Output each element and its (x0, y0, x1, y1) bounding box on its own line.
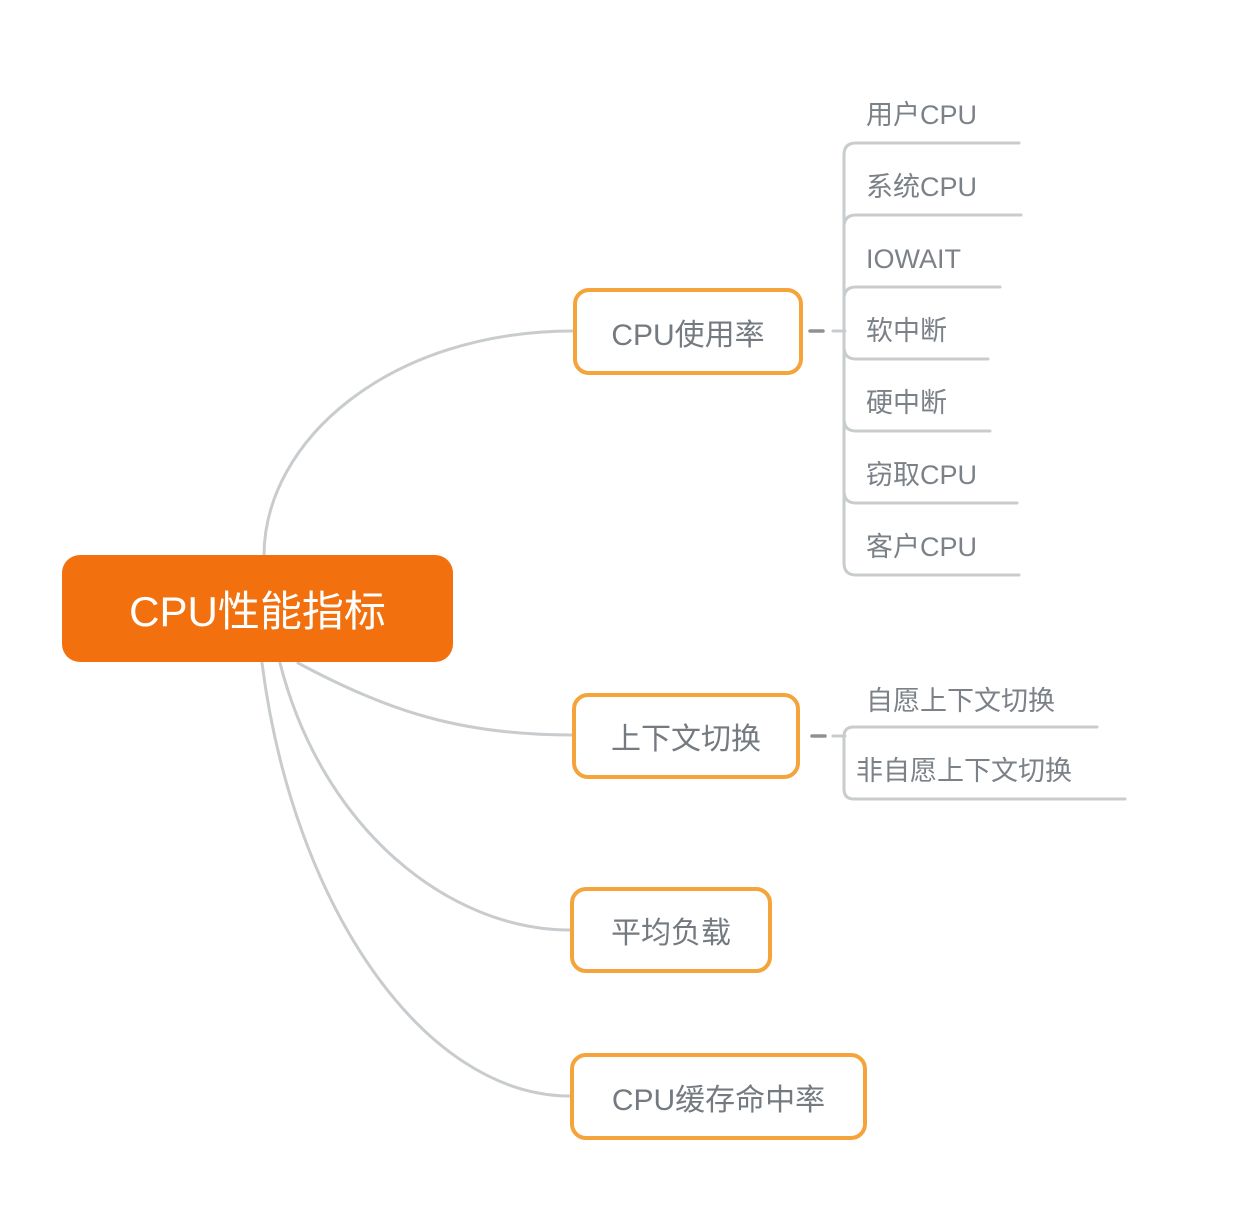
collapse-dashes (808, 329, 827, 738)
leaf-guest-cpu[interactable]: 客户CPU (866, 532, 978, 562)
curve-root-to-context-switch (296, 661, 574, 737)
leaf-iowait[interactable]: IOWAIT (866, 244, 961, 274)
curve-root-to-cache-hit (260, 661, 572, 1098)
branch-node-label: CPU使用率 (611, 318, 765, 352)
leaf-involuntary-context-switch[interactable]: 非自愿上下文切换 (856, 756, 1072, 786)
leaf-hard-irq[interactable]: 硬中断 (866, 388, 947, 418)
root-node-label: CPU性能指标 (129, 588, 386, 635)
leaf-voluntary-context-switch[interactable]: 自愿上下文切换 (866, 686, 1055, 716)
branch-node-label: 上下文切换 (611, 723, 761, 756)
leaf-steal-cpu[interactable]: 窃取CPU (866, 460, 978, 490)
curve-root-to-load-average (278, 661, 572, 932)
branch-node-load-average[interactable]: 平均负载 (570, 887, 772, 973)
root-node-cpu-metrics[interactable]: CPU性能指标 (62, 555, 453, 662)
branch-node-label: CPU缓存命中率 (611, 1083, 826, 1117)
curve-root-to-cpu-usage (262, 329, 575, 558)
branch-node-context-switch[interactable]: 上下文切换 (572, 693, 800, 779)
leaf-soft-irq[interactable]: 软中断 (866, 316, 947, 346)
cpu-usage-child-connectors (831, 141, 1023, 577)
branch-node-label: 平均负载 (611, 917, 731, 950)
root-branch-curves (260, 329, 575, 1098)
leaf-system-cpu[interactable]: 系统CPU (866, 172, 978, 202)
leaf-user-cpu[interactable]: 用户CPU (866, 100, 978, 130)
underline-voluntary-cs (842, 725, 1099, 738)
branch-node-cpu-usage[interactable]: CPU使用率 (573, 288, 803, 375)
branch-node-cache-hit-rate[interactable]: CPU缓存命中率 (570, 1053, 867, 1140)
